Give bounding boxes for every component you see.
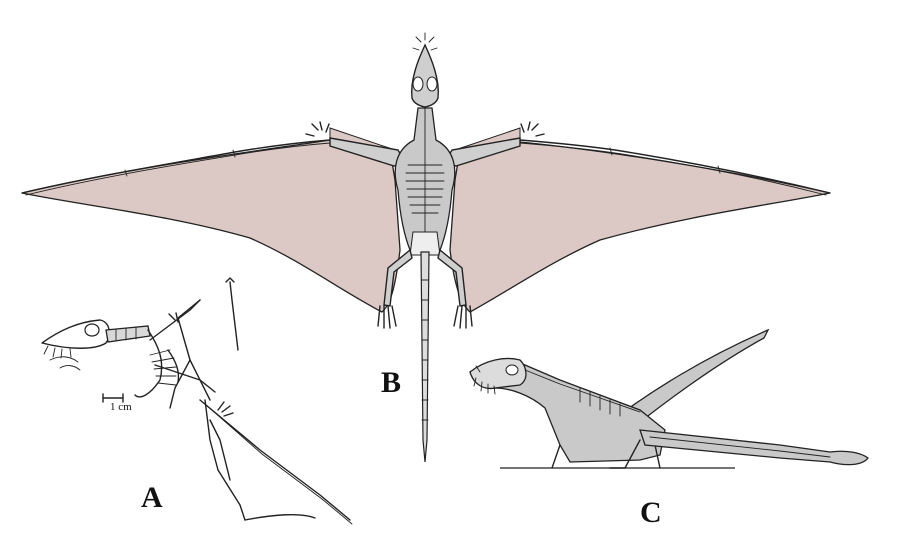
panel-b-reconstruction bbox=[21, 32, 831, 463]
ribs bbox=[405, 107, 445, 251]
fossil-skull bbox=[41, 319, 111, 349]
side-skull bbox=[469, 357, 527, 390]
wing-finger-right bbox=[519, 139, 831, 194]
fossil-wing-finger bbox=[199, 399, 351, 521]
wing-finger-left bbox=[21, 139, 331, 194]
scale-bar-label: 1 cm bbox=[110, 401, 132, 413]
leg-left bbox=[383, 248, 413, 307]
skull bbox=[410, 43, 440, 108]
side-legs bbox=[551, 439, 661, 469]
scale-bar bbox=[102, 393, 124, 403]
foot-left bbox=[377, 305, 397, 329]
fossil-body bbox=[134, 277, 316, 521]
panel-label-a: A bbox=[141, 481, 163, 514]
leg-right bbox=[437, 248, 467, 307]
side-tail bbox=[639, 429, 869, 466]
panel-c-side-view bbox=[469, 328, 869, 469]
panel-a-fossil-sketch bbox=[41, 277, 353, 525]
side-teeth bbox=[473, 365, 496, 395]
tail bbox=[420, 251, 430, 463]
hand-claws-left bbox=[305, 121, 330, 137]
wing-membrane-right bbox=[449, 141, 831, 313]
panel-label-b: B bbox=[381, 366, 402, 399]
foot-right bbox=[453, 305, 473, 329]
wing-membrane-left bbox=[21, 139, 401, 313]
panel-label-c: C bbox=[640, 496, 662, 529]
hand-claws-right bbox=[520, 121, 545, 137]
teeth bbox=[412, 32, 438, 51]
fossil-neck bbox=[105, 325, 151, 343]
